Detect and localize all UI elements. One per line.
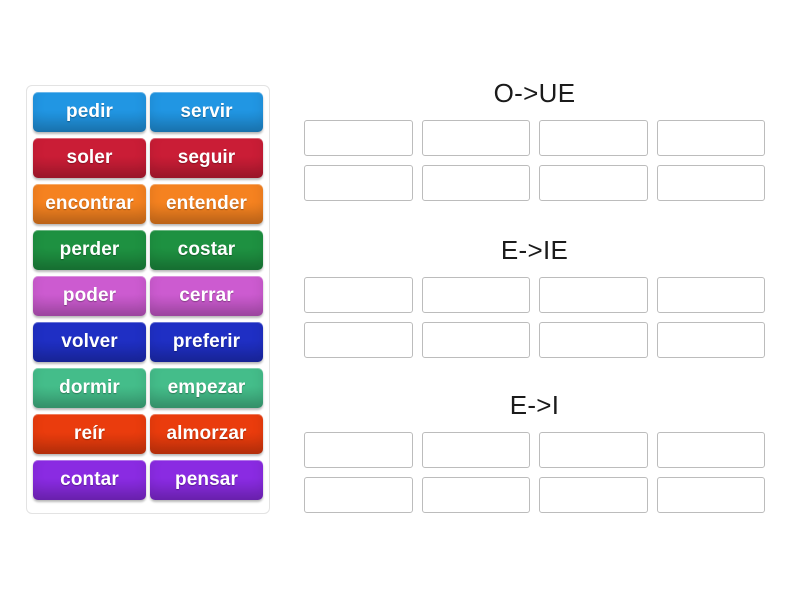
- word-tile-label: volver: [61, 331, 118, 352]
- word-tile-label: cerrar: [179, 285, 234, 306]
- word-tile-label: seguir: [177, 147, 236, 168]
- word-tile-label: dormir: [59, 377, 120, 398]
- word-tile-grid: pedir servir soler seguir encontrar entender p…: [33, 92, 263, 500]
- word-tile-label: entender: [165, 193, 248, 214]
- word-tile-label: almorzar: [166, 423, 247, 444]
- drop-slot[interactable]: [539, 120, 648, 156]
- drop-slot[interactable]: [304, 165, 413, 201]
- word-tile[interactable]: seguir: [150, 138, 263, 178]
- category-group-1: E->IE: [304, 235, 765, 358]
- drop-slot[interactable]: [656, 120, 765, 156]
- word-tile-label: encontrar: [45, 193, 134, 214]
- word-tile[interactable]: servir: [150, 92, 263, 132]
- drop-slot[interactable]: [421, 120, 530, 156]
- category-slot-grid: [304, 277, 765, 358]
- drop-slot[interactable]: [304, 120, 413, 156]
- word-tile[interactable]: pensar: [150, 460, 263, 500]
- drop-slot[interactable]: [656, 165, 765, 201]
- category-slot-grid: [304, 120, 765, 201]
- category-title: E->IE: [500, 235, 569, 265]
- drop-slot[interactable]: [539, 277, 648, 313]
- drop-slot[interactable]: [421, 277, 530, 313]
- word-tile[interactable]: cerrar: [150, 276, 263, 316]
- drop-slot[interactable]: [539, 165, 648, 201]
- word-tile[interactable]: entender: [150, 184, 263, 224]
- word-tile-label: pensar: [175, 469, 238, 490]
- word-tile-label: perder: [59, 239, 120, 260]
- drop-slot[interactable]: [304, 277, 413, 313]
- word-tile-label: preferir: [172, 331, 241, 352]
- word-tile[interactable]: empezar: [150, 368, 263, 408]
- category-group-0: O->UE: [304, 78, 765, 201]
- category-title: O->UE: [493, 78, 576, 108]
- drop-slot[interactable]: [421, 165, 530, 201]
- category-title: E->I: [509, 390, 560, 420]
- drop-slot[interactable]: [656, 432, 765, 468]
- drop-slot[interactable]: [304, 432, 413, 468]
- word-tile-label: contar: [60, 469, 119, 490]
- word-tile[interactable]: encontrar: [33, 184, 146, 224]
- drop-slot[interactable]: [421, 432, 530, 468]
- word-tile[interactable]: reír: [33, 414, 146, 454]
- drop-slot[interactable]: [656, 322, 765, 358]
- word-tile[interactable]: preferir: [150, 322, 263, 362]
- word-bank-panel: pedir servir soler seguir encontrar entender p…: [26, 85, 270, 514]
- word-tile[interactable]: volver: [33, 322, 146, 362]
- drop-slot[interactable]: [539, 477, 648, 513]
- drop-slot[interactable]: [656, 477, 765, 513]
- word-tile-label: empezar: [167, 377, 246, 398]
- drop-slot[interactable]: [539, 322, 648, 358]
- word-tile[interactable]: soler: [33, 138, 146, 178]
- category-slot-grid: [304, 432, 765, 513]
- drop-slot[interactable]: [304, 322, 413, 358]
- word-tile-label: costar: [177, 239, 236, 260]
- category-group-2: E->I: [304, 390, 765, 513]
- drop-slot[interactable]: [304, 477, 413, 513]
- word-tile-label: soler: [66, 147, 113, 168]
- word-tile[interactable]: dormir: [33, 368, 146, 408]
- drop-slot[interactable]: [539, 432, 648, 468]
- drop-slot[interactable]: [421, 477, 530, 513]
- word-tile[interactable]: pedir: [33, 92, 146, 132]
- word-tile[interactable]: poder: [33, 276, 146, 316]
- drop-slot[interactable]: [421, 322, 530, 358]
- word-tile-label: poder: [62, 285, 117, 306]
- drop-slot[interactable]: [656, 277, 765, 313]
- word-tile-label: pedir: [66, 101, 113, 122]
- word-tile[interactable]: almorzar: [150, 414, 263, 454]
- word-tile[interactable]: contar: [33, 460, 146, 500]
- word-tile-label: servir: [180, 101, 233, 122]
- word-tile-label: reír: [73, 423, 106, 444]
- word-tile[interactable]: perder: [33, 230, 146, 270]
- word-tile[interactable]: costar: [150, 230, 263, 270]
